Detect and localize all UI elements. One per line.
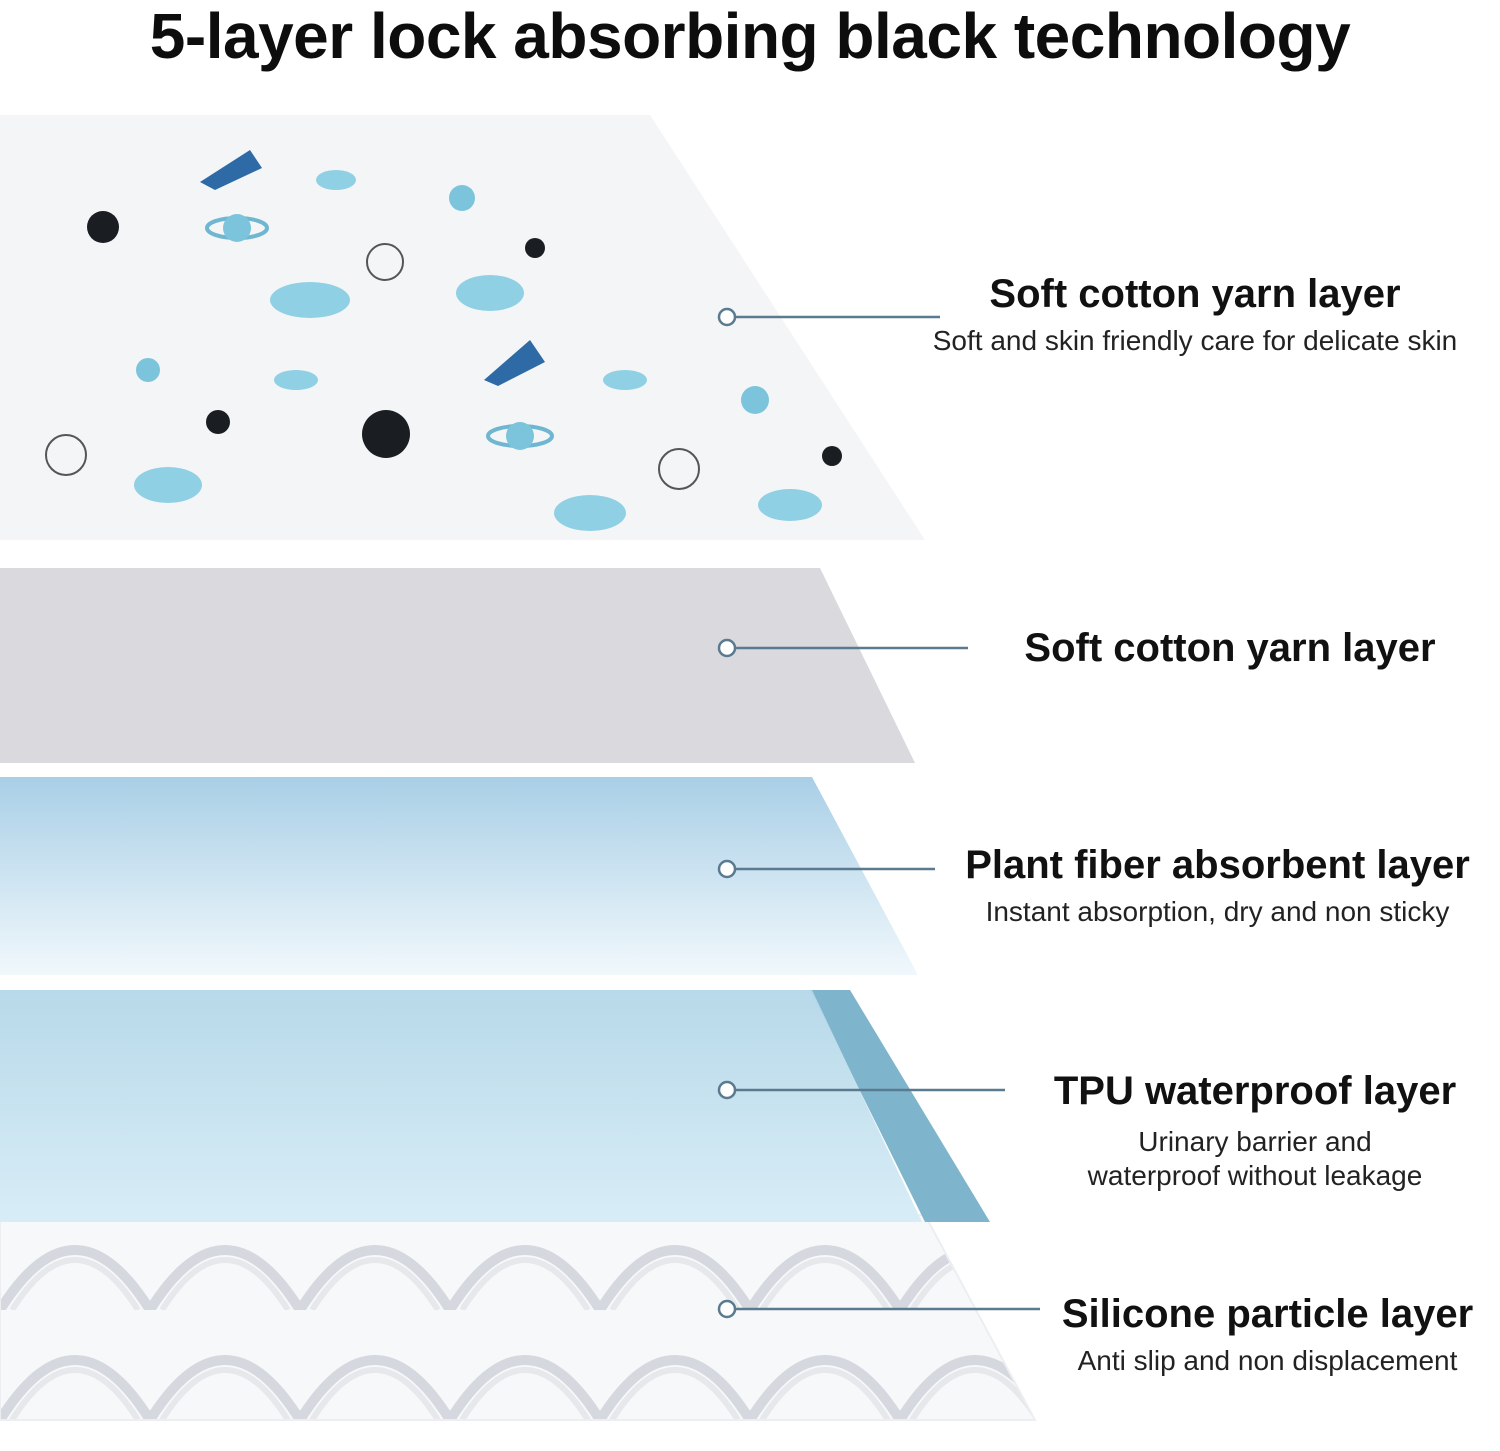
layer-label-silicone: Silicone particle layer Anti slip and no…: [1040, 1290, 1495, 1378]
layer-heading: Soft cotton yarn layer: [1024, 626, 1436, 670]
page-title: 5-layer lock absorbing black technology: [149, 0, 1351, 72]
layer-label-tpu: TPU waterproof layer Urinary barrier and…: [1020, 1067, 1490, 1193]
layer-heading: Soft cotton yarn layer: [989, 272, 1401, 316]
layer-description: Instant absorption, dry and non sticky: [985, 896, 1450, 927]
layer-description: Soft and skin friendly care for delicate…: [932, 325, 1458, 356]
layer-heading: Silicone particle layer: [1061, 1292, 1474, 1336]
layer-label-soft-cotton-top: Soft cotton yarn layer Soft and skin fri…: [895, 270, 1495, 358]
layer-description-line-2: waterproof without leakage: [1087, 1160, 1423, 1191]
silicone-wave-icon: [0, 1214, 1037, 1421]
space-print-fabric-icon: [0, 115, 925, 540]
spaceship-prints: [134, 170, 822, 531]
rocket-prints: [200, 150, 545, 386]
ringed-planet-prints: [136, 185, 769, 450]
callout-lines: [717, 307, 1040, 1319]
layer-description: Anti slip and non displacement: [1077, 1345, 1458, 1376]
layer-heading: TPU waterproof layer: [1053, 1069, 1457, 1113]
planet-dots: [45, 211, 842, 490]
layer-label-plant-fiber: Plant fiber absorbent layer Instant abso…: [940, 841, 1495, 929]
layer-heading: Plant fiber absorbent layer: [965, 843, 1470, 887]
gray-fabric-icon: [0, 568, 915, 763]
waterproof-film-icon: [0, 990, 990, 1222]
blue-absorbent-icon: [0, 777, 918, 975]
layer-description: Urinary barrier and: [1138, 1126, 1372, 1157]
layer-label-soft-cotton-gray: Soft cotton yarn layer: [985, 624, 1475, 672]
